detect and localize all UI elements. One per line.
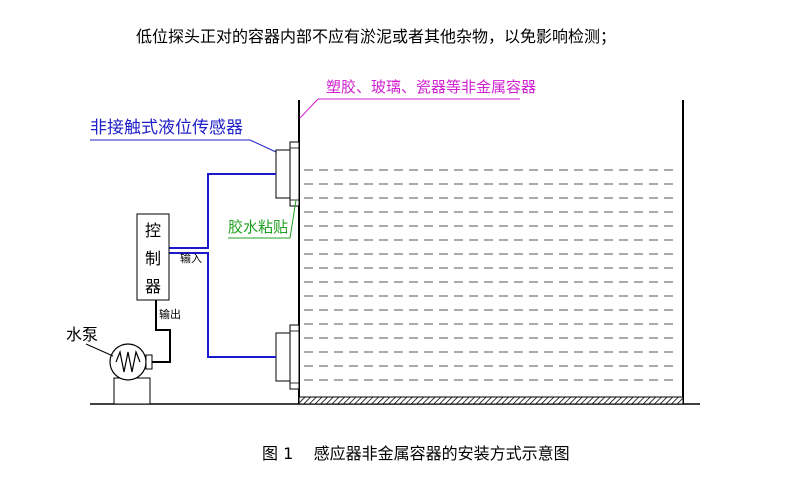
container-material-label: 塑胶、玻璃、瓷器等非金属容器: [326, 78, 536, 96]
glue-label-pointer: [289, 199, 297, 239]
controller-char-3: 器: [145, 277, 161, 296]
pump-label: 水泵: [66, 325, 98, 344]
container-label-pointer: [299, 98, 319, 119]
glue-label: 胶水粘贴: [228, 218, 288, 236]
figure-caption: 图 1 感应器非金属容器的安装方式示意图: [262, 444, 570, 463]
pump-label-pointer: [85, 343, 114, 357]
instruction-note: 低位探头正对的容器内部不应有淤泥或者其他杂物，以免影响检测；: [136, 27, 616, 46]
sensor-label-pointer: [249, 139, 277, 153]
output-label: 输出: [159, 307, 181, 321]
controller-box: [136, 213, 170, 301]
input-label: 输入: [180, 251, 202, 265]
sensor-label: 非接触式液位传感器: [90, 118, 243, 138]
controller-char-2: 制: [145, 249, 161, 268]
water-pump: [109, 343, 153, 405]
output-wire: [152, 300, 171, 363]
upper-sensor: [275, 141, 300, 207]
container-bottom: [298, 396, 684, 405]
lower-sensor: [275, 324, 300, 390]
controller-char-1: 控: [145, 221, 161, 240]
liquid-level-lines: [304, 169, 678, 381]
upper-sensor-wire: [169, 173, 276, 249]
lower-sensor-wire: [169, 252, 276, 358]
